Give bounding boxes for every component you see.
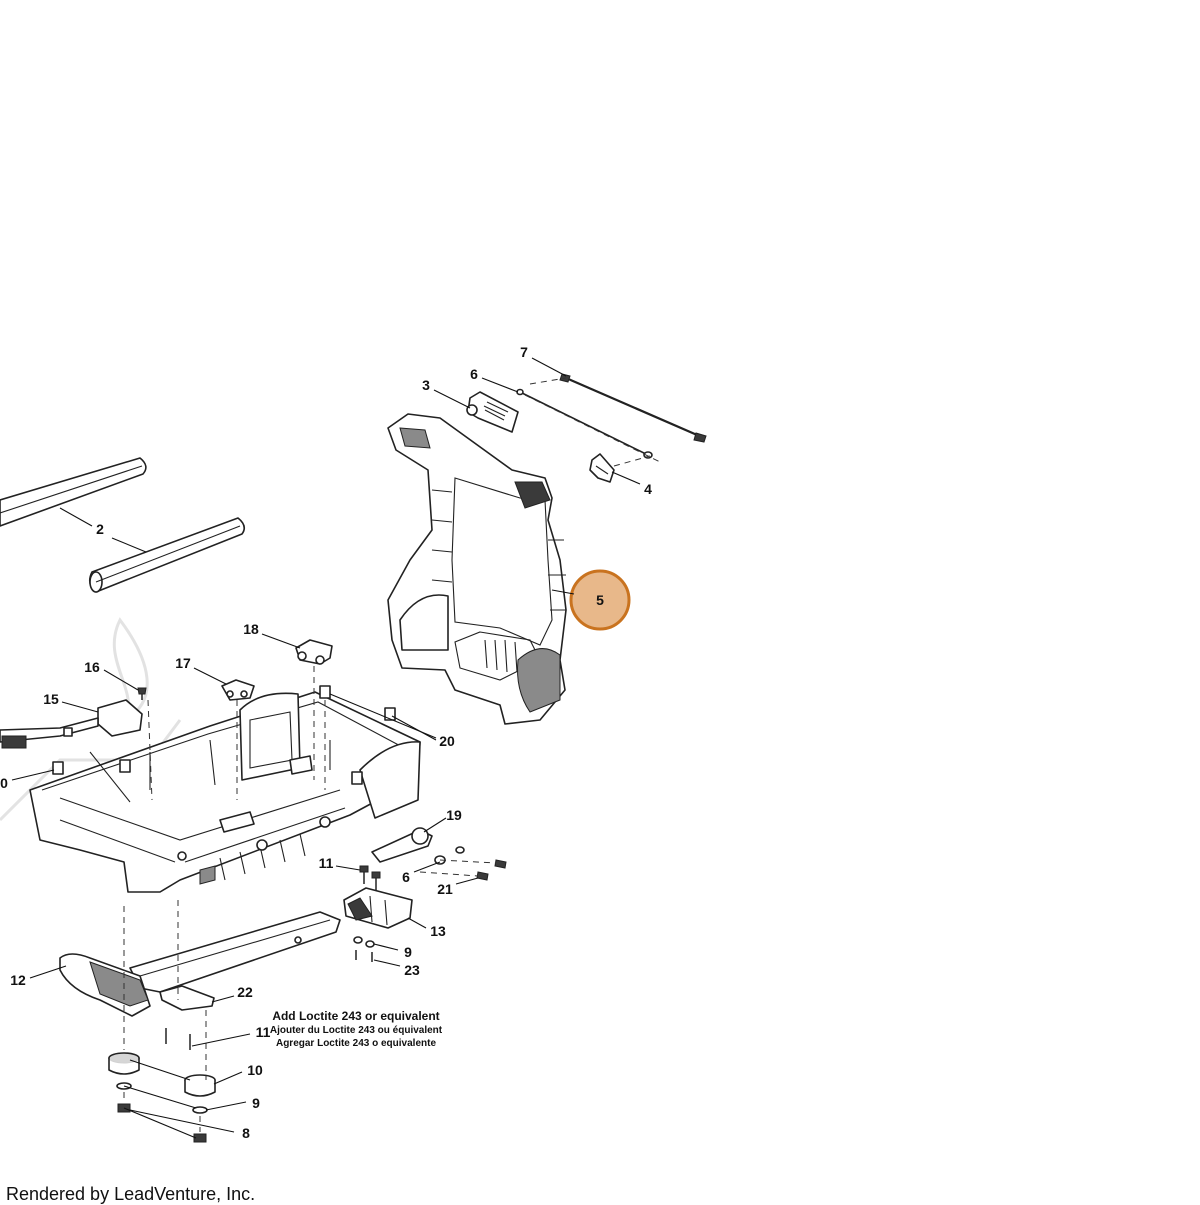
bracket-17-part[interactable] <box>221 679 255 701</box>
callout-8: 8 <box>242 1125 250 1141</box>
bracket-3-part[interactable] <box>466 391 519 433</box>
callout-6-lower: 6 <box>402 869 410 885</box>
washer-9-bolt-8-parts[interactable] <box>116 1082 208 1143</box>
loctite-note: Add Loctite 243 or equivalent Ajouter du… <box>270 1009 443 1049</box>
callout-18: 18 <box>243 621 259 637</box>
screw-11-lower-part[interactable] <box>165 1028 191 1050</box>
callout-7: 7 <box>520 344 528 360</box>
callout-17: 17 <box>175 655 191 671</box>
clip-20-parts[interactable] <box>52 685 396 785</box>
base-tray-part[interactable] <box>29 691 421 893</box>
callout-labels: 7 3 6 4 2 18 16 17 15 20 0 19 11 6 21 13… <box>0 344 652 1141</box>
rendered-by-footer: Rendered by LeadVenture, Inc. <box>6 1184 256 1204</box>
callout-13: 13 <box>430 923 446 939</box>
fasteners-6-21-parts[interactable] <box>434 846 507 881</box>
callout-highlight-5[interactable]: 5 <box>551 569 631 631</box>
rail-2-lower-part[interactable] <box>88 517 246 593</box>
screw-16-part[interactable] <box>137 687 147 700</box>
callout-12: 12 <box>10 972 26 988</box>
foot-10-left-part[interactable] <box>108 1052 140 1075</box>
screw-7-part[interactable] <box>559 373 707 443</box>
callout-3: 3 <box>422 377 430 393</box>
callout-23: 23 <box>404 962 420 978</box>
note-line-fr: Ajouter du Loctite 243 ou équivalent <box>270 1025 443 1036</box>
callout-22: 22 <box>237 984 253 1000</box>
note-line-es: Agregar Loctite 243 o equivalente <box>276 1038 436 1049</box>
bracket-22-part[interactable] <box>159 985 215 1011</box>
module-15-part[interactable] <box>0 699 143 749</box>
callout-20-left: 0 <box>0 775 8 791</box>
bracket-4-part[interactable] <box>589 453 615 483</box>
callout-15: 15 <box>43 691 59 707</box>
rod-6-part[interactable] <box>516 388 653 459</box>
bracket-13-part[interactable] <box>343 887 413 929</box>
handle-frame-part[interactable] <box>387 413 567 725</box>
screw-11-upper-part[interactable] <box>359 865 381 890</box>
callout-4: 4 <box>644 481 652 497</box>
bracket-18-part[interactable] <box>295 639 333 665</box>
callout-2: 2 <box>96 521 104 537</box>
callout-20-right: 20 <box>439 733 455 749</box>
callout-10: 10 <box>247 1062 263 1078</box>
foot-10-right-part[interactable] <box>184 1074 216 1097</box>
plate-19-part[interactable] <box>371 827 433 863</box>
callout-11-upper: 11 <box>319 855 334 871</box>
callout-6-top: 6 <box>470 366 478 382</box>
skid-12-part[interactable] <box>59 911 341 1017</box>
callout-9-upper: 9 <box>404 944 412 960</box>
callout-5-label: 5 <box>596 592 604 608</box>
callout-21: 21 <box>437 881 453 897</box>
fasteners-9-23-parts[interactable] <box>353 936 375 962</box>
callout-19: 19 <box>446 807 462 823</box>
note-line-en: Add Loctite 243 or equivalent <box>272 1009 439 1023</box>
callout-16: 16 <box>84 659 100 675</box>
leader-lines <box>11 357 641 1139</box>
callout-11-lower: 11 <box>256 1024 271 1040</box>
rail-2-upper-part[interactable] <box>0 457 147 527</box>
callout-9-lower: 9 <box>252 1095 260 1111</box>
